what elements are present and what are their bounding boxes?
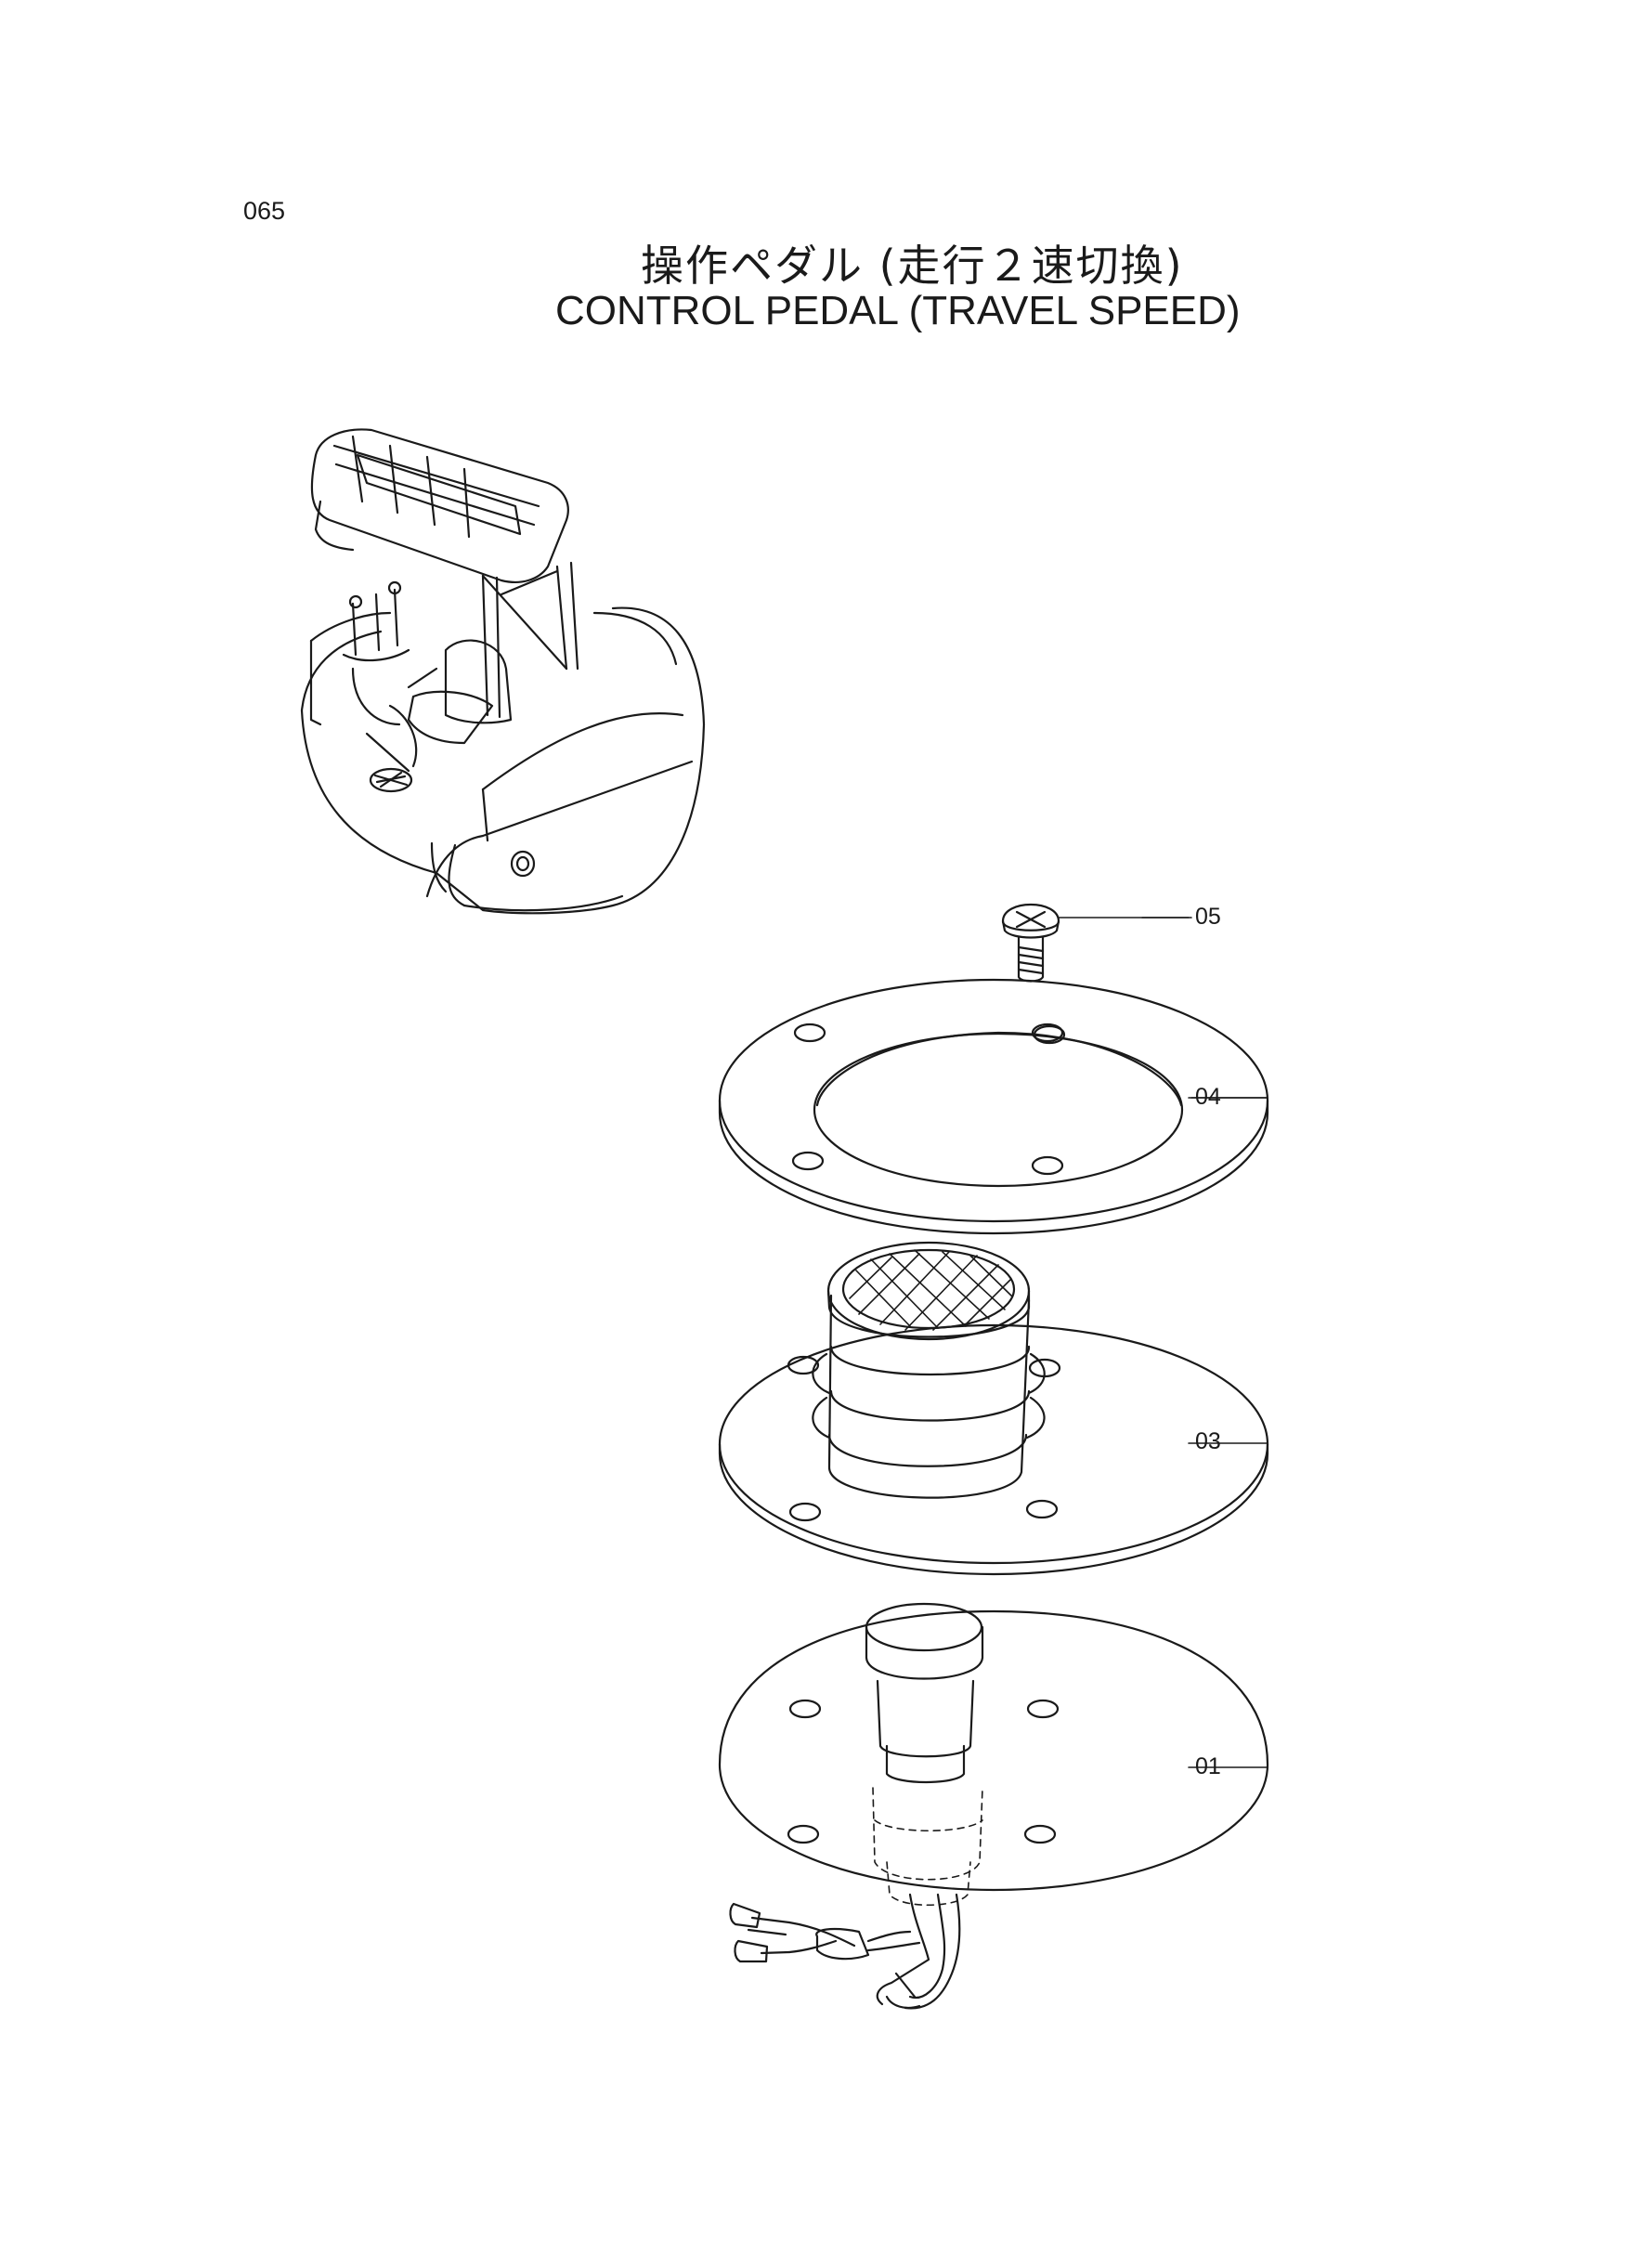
callout-01: 01 bbox=[1195, 1753, 1221, 1779]
page-number: 065 bbox=[243, 197, 286, 225]
callout-03: 03 bbox=[1195, 1428, 1221, 1454]
title-japanese: 操作ペダル (走行２速切換) bbox=[641, 241, 1184, 291]
part-05-screw bbox=[1001, 904, 1190, 983]
part-03-pedal-bellows bbox=[718, 1241, 1269, 1576]
title-english: CONTROL PEDAL (TRAVEL SPEED) bbox=[555, 288, 1241, 333]
callout-04: 04 bbox=[1195, 1084, 1221, 1110]
machine-overview-illustration bbox=[300, 428, 706, 915]
part-01-switch-base bbox=[718, 1602, 1269, 2010]
callout-leaders bbox=[1141, 917, 1268, 1099]
callout-05: 05 bbox=[1195, 904, 1221, 930]
part-04-ring-plate bbox=[718, 978, 1269, 1235]
